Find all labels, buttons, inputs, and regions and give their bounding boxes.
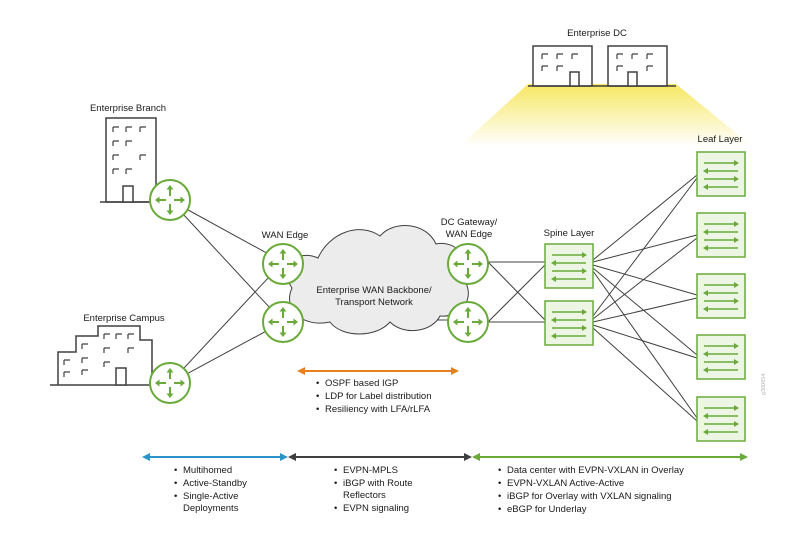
wan-edge-router-1-icon — [262, 243, 304, 285]
enterprise-dc-label: Enterprise DC — [567, 28, 627, 39]
spine-switch-1-icon — [544, 243, 594, 289]
leaf-switch-2-icon — [696, 212, 746, 258]
enterprise-dc-building-icon — [528, 45, 676, 87]
transport-bullet-list: OSPF based IGP LDP for Label distributio… — [316, 378, 486, 417]
access-bullet-list: Multihomed Active-Standby Single-Active … — [174, 465, 284, 516]
core-bullet-item: iBGP with Route Reflectors — [334, 478, 444, 502]
dc-gateway-label-line2: WAN Edge — [446, 229, 493, 240]
dc-bullet-list: Data center with EVPN-VXLAN in Overlay E… — [498, 465, 738, 517]
transport-bullet-item: LDP for Label distribution — [316, 391, 486, 403]
backbone-label-line1: Enterprise WAN Backbone/ — [316, 285, 432, 296]
enterprise-branch-label: Enterprise Branch — [90, 103, 166, 114]
backbone-cloud — [286, 225, 469, 335]
enterprise-campus-building-icon — [50, 325, 158, 386]
core-bullet-item: EVPN-MPLS — [334, 465, 444, 477]
dc-glow — [460, 84, 752, 146]
campus-router-icon — [149, 362, 191, 404]
spine-switch-2-icon — [544, 300, 594, 346]
spine-layer-label: Spine Layer — [544, 228, 595, 239]
leaf-switch-5-icon — [696, 396, 746, 442]
wan-edge-label: WAN Edge — [262, 230, 309, 241]
backbone-label-line2: Transport Network — [335, 297, 413, 308]
figure-id-watermark: g300654 — [761, 373, 767, 395]
dc-bullet-item: EVPN-VXLAN Active-Active — [498, 478, 738, 490]
core-bullet-list: EVPN-MPLS iBGP with Route Reflectors EVP… — [334, 465, 444, 516]
wan-edge-router-2-icon — [262, 301, 304, 343]
enterprise-branch-building-icon — [100, 117, 162, 203]
dc-gateway-router-2-icon — [447, 301, 489, 343]
transport-scope-arrow — [297, 367, 459, 375]
core-bullet-item: EVPN signaling — [334, 503, 444, 515]
leaf-switch-1-icon — [696, 151, 746, 197]
connection-lines — [169, 174, 698, 422]
access-bullet-item: Single-Active Deployments — [174, 491, 284, 515]
core-scope-arrow — [288, 453, 472, 461]
dc-gateway-label-line1: DC Gateway/ — [441, 217, 498, 228]
leaf-layer-label: Leaf Layer — [698, 134, 743, 145]
dc-scope-arrow — [472, 453, 748, 461]
access-bullet-item: Multihomed — [174, 465, 284, 477]
leaf-switch-3-icon — [696, 273, 746, 319]
dc-gateway-router-1-icon — [447, 243, 489, 285]
access-scope-arrow — [142, 453, 288, 461]
enterprise-campus-label: Enterprise Campus — [83, 313, 165, 324]
transport-bullet-item: Resiliency with LFA/rLFA — [316, 404, 486, 416]
dc-bullet-item: Data center with EVPN-VXLAN in Overlay — [498, 465, 738, 477]
access-bullet-item: Active-Standby — [174, 478, 284, 490]
dc-bullet-item: iBGP for Overlay with VXLAN signaling — [498, 491, 738, 503]
dc-bullet-item: eBGP for Underlay — [498, 504, 738, 516]
leaf-switch-4-icon — [696, 334, 746, 380]
transport-bullet-item: OSPF based IGP — [316, 378, 486, 390]
branch-router-icon — [149, 179, 191, 221]
